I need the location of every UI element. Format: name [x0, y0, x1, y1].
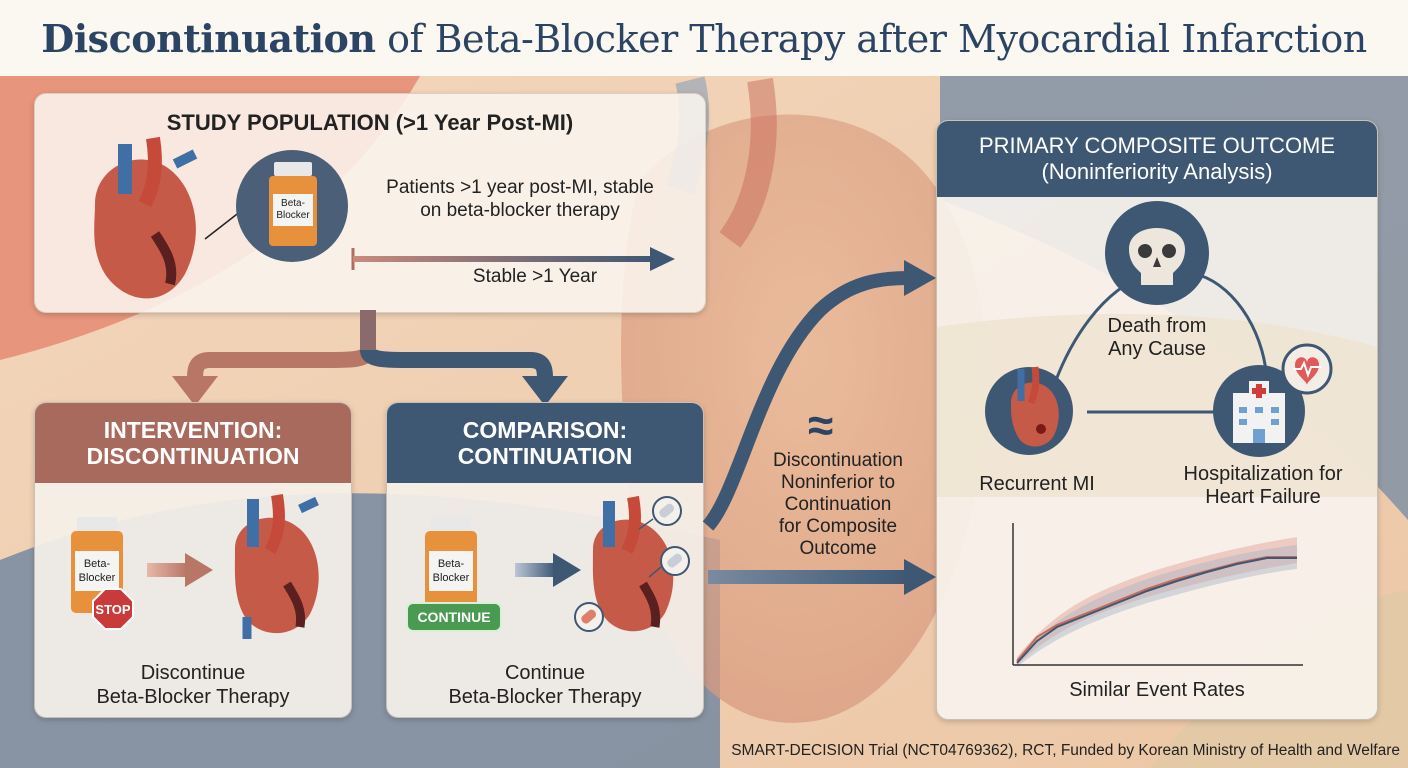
- title-bold: Discontinuation: [41, 15, 376, 61]
- result-line: Continuation: [784, 494, 892, 515]
- result-line: Outcome: [799, 538, 877, 559]
- heart-icon: [592, 495, 674, 632]
- intervention-illustration: Beta- Blocker STOP: [71, 494, 319, 639]
- chart-caption: Similar Event Rates: [1069, 679, 1245, 701]
- heart-icon: [94, 136, 198, 299]
- continue-badge: CONTINUE: [406, 602, 502, 632]
- title-bar: Discontinuation of Beta-Blocker Therapy …: [0, 0, 1408, 76]
- comparison-illustration: Beta- Blocker CONTINUE: [406, 495, 690, 632]
- comparison-head-line: COMPARISON:: [462, 417, 628, 443]
- pill-bottle-icon: Beta- Blocker: [425, 517, 477, 613]
- result-line: Discontinuation: [773, 450, 903, 471]
- timeline-arrow: [351, 247, 675, 271]
- comparison-footer: Continue Beta-Blocker Therapy: [387, 661, 703, 709]
- outcome-arrows: [702, 260, 936, 595]
- intervention-footer: Discontinue Beta-Blocker Therapy: [35, 661, 351, 709]
- study-population-panel: STUDY POPULATION (>1 Year Post-MI) Beta-…: [34, 93, 706, 313]
- population-description: Patients >1 year post-MI, stable on beta…: [355, 176, 685, 222]
- intervention-head-line: DISCONTINUATION: [86, 443, 300, 469]
- comparison-head-line: CONTINUATION: [457, 443, 633, 469]
- pill-label-1: Beta-: [84, 558, 111, 570]
- population-desc-line: Patients >1 year post-MI, stable: [386, 177, 654, 198]
- outcome-head-line: PRIMARY COMPOSITE OUTCOME: [978, 133, 1336, 158]
- footer-citation: SMART-DECISION Trial (NCT04769362), RCT,…: [731, 742, 1400, 759]
- heart-pulse-icon: [1281, 343, 1333, 395]
- event-rate-chart: [1012, 523, 1303, 667]
- death-label-line: Any Cause: [1108, 338, 1206, 360]
- population-illustration: Beta- Blocker: [94, 136, 348, 299]
- hf-label-line: Hospitalization for: [1183, 463, 1343, 485]
- result-line: Noninferior to: [780, 472, 896, 493]
- pill-label-1: Beta-: [438, 558, 465, 570]
- heart-failure-label: Hospitalization for Heart Failure: [1163, 463, 1363, 509]
- timeline-label: Stable >1 Year: [472, 266, 598, 287]
- intervention-foot-line: Discontinue: [140, 662, 246, 684]
- branch-arrows: [172, 310, 568, 406]
- skull-icon: [1105, 201, 1209, 305]
- stop-label: STOP: [95, 602, 130, 617]
- comparison-header: COMPARISON: CONTINUATION: [387, 403, 703, 483]
- result-line: for Composite: [778, 516, 898, 537]
- intervention-panel: INTERVENTION: DISCONTINUATION Beta- Bloc…: [34, 402, 352, 718]
- recurrent-mi-label: Recurrent MI: [979, 473, 1095, 495]
- population-desc-line: on beta-blocker therapy: [420, 200, 620, 221]
- heart-icon: [985, 366, 1073, 455]
- population-title: STUDY POPULATION (>1 Year Post-MI): [166, 110, 574, 135]
- approx-equal-symbol: ≈: [808, 399, 834, 451]
- pill-label-2: Blocker: [433, 572, 470, 584]
- hf-label-line: Heart Failure: [1205, 486, 1321, 508]
- outcome-head-line: (Noninferiority Analysis): [1041, 159, 1273, 184]
- outcome-panel: PRIMARY COMPOSITE OUTCOME (Noninferiorit…: [936, 120, 1378, 720]
- continue-label: CONTINUE: [417, 609, 490, 625]
- title-rest: of Beta-Blocker Therapy after Myocardial…: [375, 16, 1367, 61]
- pill-label-1: Beta-: [281, 198, 305, 209]
- intervention-foot-line: Beta-Blocker Therapy: [96, 686, 290, 708]
- stop-sign-icon: STOP: [92, 588, 134, 630]
- hospital-icon: [1213, 365, 1305, 457]
- intervention-header: INTERVENTION: DISCONTINUATION: [35, 403, 351, 483]
- comparison-foot-line: Continue: [504, 662, 586, 684]
- result-statement: Discontinuation Noninferior to Continuat…: [758, 450, 918, 560]
- intervention-head-line: INTERVENTION:: [103, 417, 283, 443]
- death-label-line: Death from: [1107, 315, 1207, 337]
- pill-bottle-icon: Beta- Blocker: [236, 150, 348, 262]
- comparison-panel: COMPARISON: CONTINUATION Beta- Blocker C…: [386, 402, 704, 718]
- outcome-header: PRIMARY COMPOSITE OUTCOME (Noninferiorit…: [937, 121, 1377, 197]
- pill-bottle-icon: Beta- Blocker: [71, 517, 123, 613]
- outcome-triangle: [937, 201, 1377, 497]
- pill-label-2: Blocker: [79, 572, 116, 584]
- pill-label-2: Blocker: [276, 210, 310, 221]
- heart-icon: [234, 494, 319, 639]
- comparison-foot-line: Beta-Blocker Therapy: [448, 686, 642, 708]
- pill-icon: [574, 496, 690, 632]
- death-label: Death from Any Cause: [1087, 315, 1227, 361]
- page-title: Discontinuation of Beta-Blocker Therapy …: [41, 15, 1367, 61]
